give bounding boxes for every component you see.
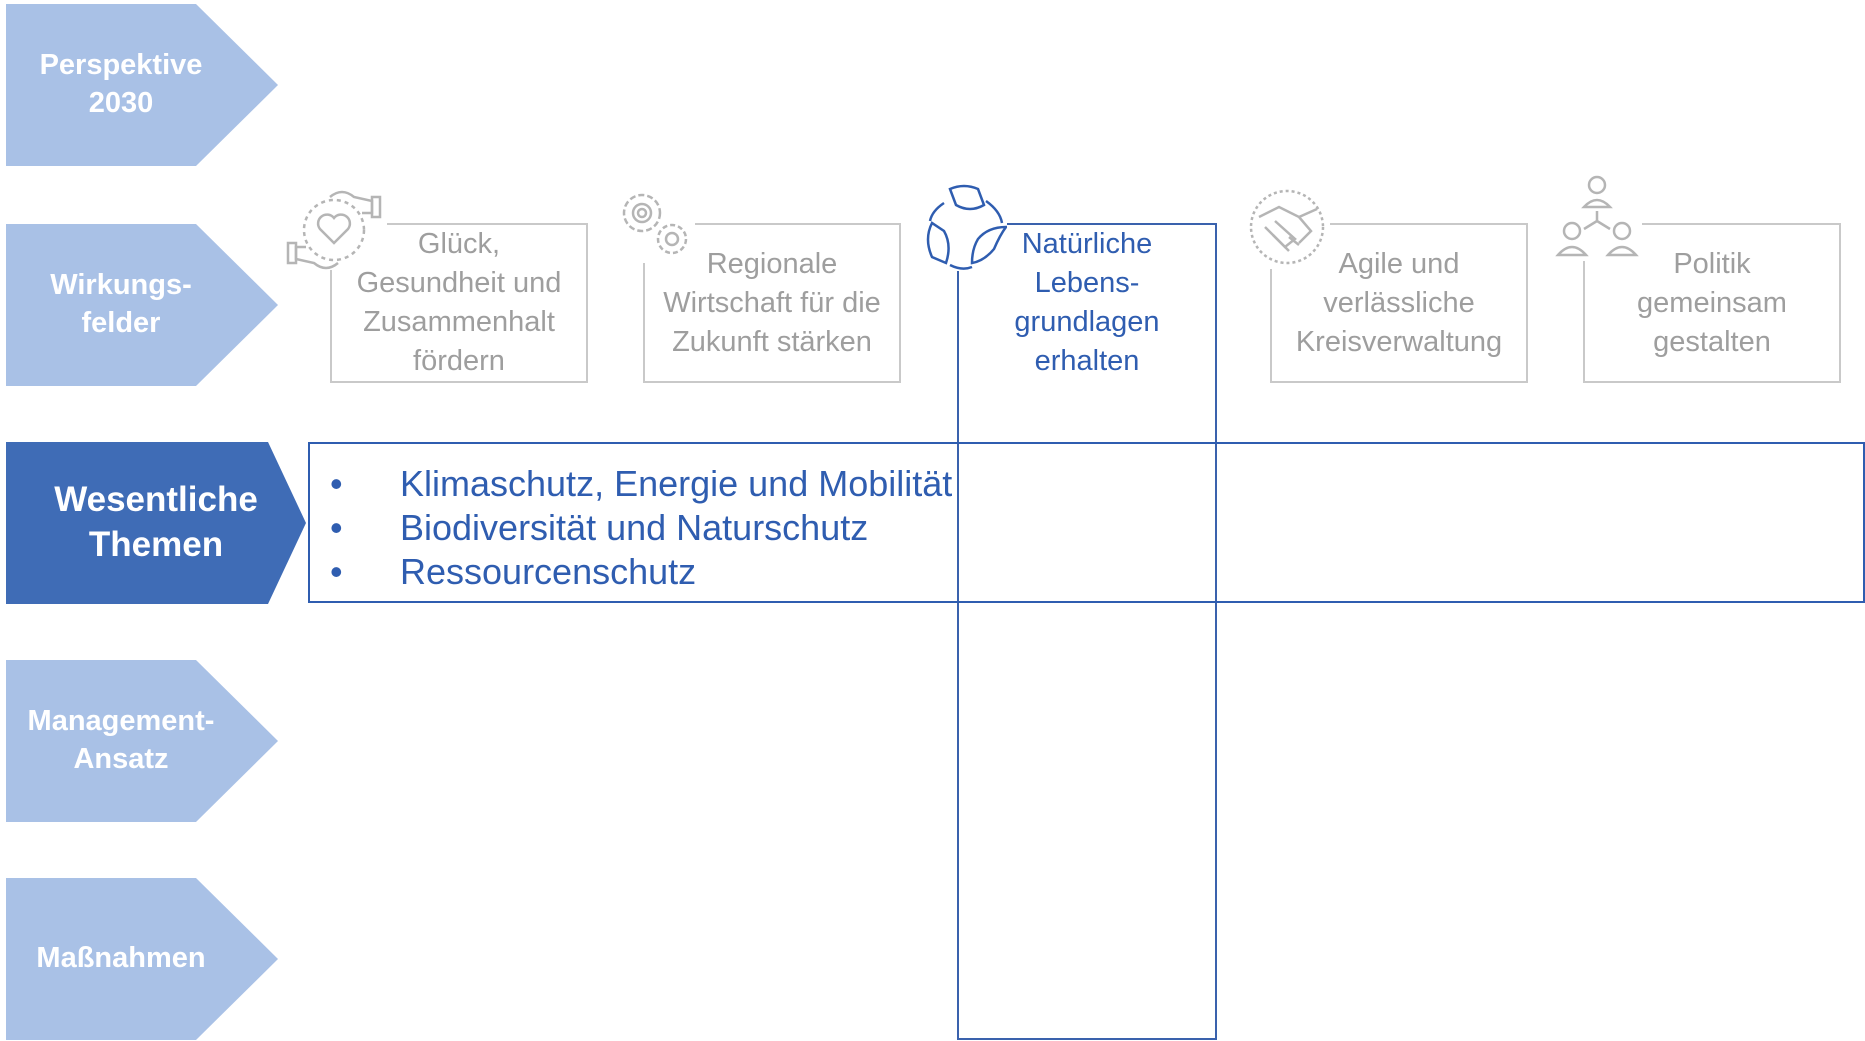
field-card-wirtschaft: Regionale Wirtschaft für die Zukunft stä… [643, 223, 901, 383]
row-label: Wirkungs- felder [50, 269, 192, 339]
theme-text: Biodiversität und Naturschutz [400, 507, 869, 548]
chevron-shape [6, 442, 306, 604]
list-item: • Klimaschutz, Energie und Mobilität [330, 462, 952, 506]
row-management-ansatz: Management- Ansatz [6, 660, 278, 822]
bullet: • [330, 551, 343, 592]
people-network-icon [1552, 175, 1642, 261]
gears-icon [610, 183, 695, 263]
field-label: Politik gemeinsam gestalten [1637, 247, 1787, 358]
row-label: Maßnahmen [36, 942, 206, 974]
row-label: Wesentliche Themen [54, 480, 258, 564]
row-wesentliche-themen: Wesentliche Themen [6, 442, 306, 604]
chevron-shape [6, 224, 278, 386]
row-label: Management- Ansatz [27, 705, 215, 775]
themes-box: • Klimaschutz, Energie und Mobilität • B… [308, 442, 1865, 603]
theme-text: Ressourcenschutz [400, 551, 697, 592]
bullet: • [330, 463, 343, 504]
chevron-shape [6, 878, 278, 1040]
bullet: • [330, 507, 343, 548]
list-item: • Biodiversität und Naturschutz [330, 506, 952, 550]
heart-hands-icon [282, 185, 387, 270]
themes-list: • Klimaschutz, Energie und Mobilität • B… [330, 462, 952, 594]
recycle-leaf-icon [922, 183, 1009, 271]
highlight-column [957, 223, 1217, 1040]
field-label: Regionale Wirtschaft für die Zukunft stä… [663, 247, 881, 358]
field-label-highlighted: Natürliche Lebens- grundlagen erhalten [1014, 228, 1160, 377]
row-perspektive-2030: Perspektive 2030 [6, 4, 278, 166]
row-wirkungsfelder: Wirkungs- felder [6, 224, 278, 386]
field-card-verwaltung: Agile und verlässliche Kreisverwaltung [1270, 223, 1528, 383]
field-label: Agile und verlässliche Kreisverwaltung [1295, 247, 1503, 358]
field-label: Glück, Gesundheit und Zusammenhalt förde… [356, 228, 562, 377]
row-label: Perspektive 2030 [39, 49, 203, 119]
row-massnahmen: Maßnahmen [6, 878, 278, 1040]
list-item: • Ressourcenschutz [330, 550, 952, 594]
chevron-shape [6, 660, 278, 822]
chevron-shape [6, 4, 278, 166]
theme-text: Klimaschutz, Energie und Mobilität [400, 463, 953, 504]
handshake-icon [1245, 187, 1330, 269]
